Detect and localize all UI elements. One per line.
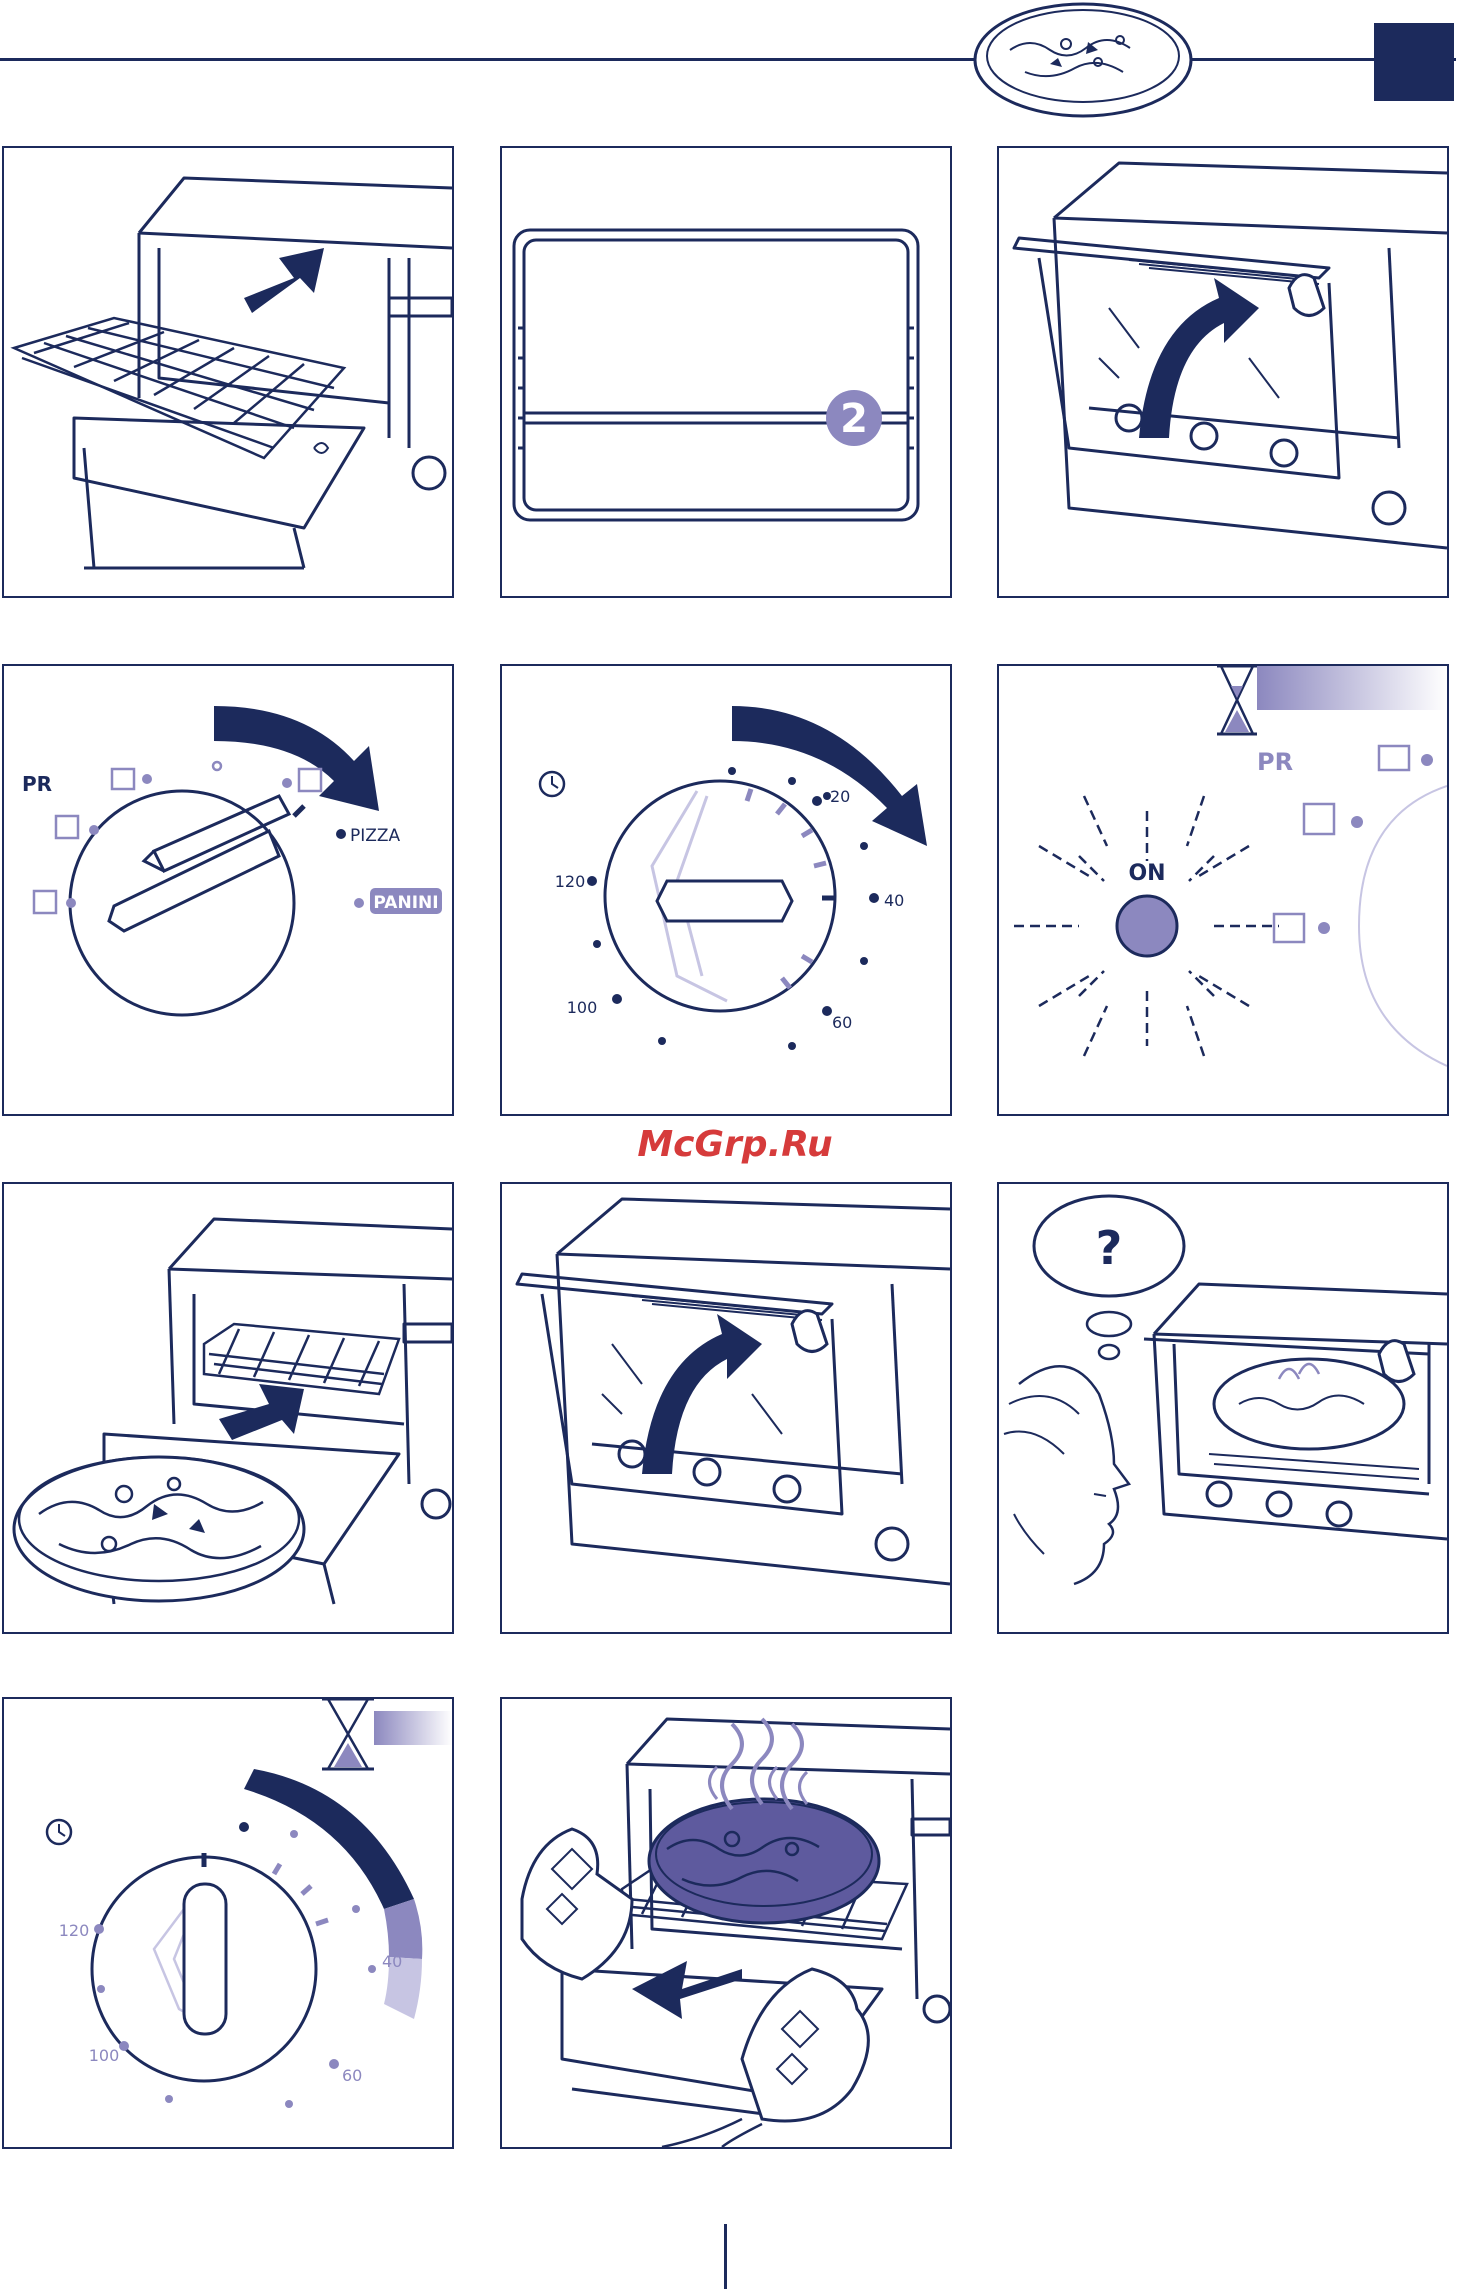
pizza-label: PIZZA (350, 826, 401, 846)
timer-40: 40 (884, 891, 904, 910)
panini-label: PANINI (373, 893, 438, 913)
header-rule (0, 58, 1456, 61)
step-panel-on-indicator: ON PR (997, 664, 1449, 1116)
step-panel-set-timer: 20 40 60 100 120 (500, 664, 952, 1116)
timer-100: 100 (89, 2046, 120, 2065)
timer-20: 20 (830, 787, 850, 806)
pr-label-secondary: PR (1257, 748, 1293, 776)
step-panel-select-pizza-mode: PR PIZZA PANINI (2, 664, 454, 1116)
step-panel-insert-pizza (2, 1182, 454, 1634)
watermark: McGrp.Ru (635, 1120, 835, 1170)
step-panel-close-door (997, 146, 1449, 598)
hourglass-icon (1217, 666, 1257, 734)
timer-60: 60 (342, 2066, 362, 2085)
pizza-icon (970, 0, 1196, 128)
pr-label: PR (22, 772, 52, 796)
hourglass-icon (322, 1699, 374, 1769)
timer-100: 100 (567, 998, 598, 1017)
shelf-number: 2 (840, 396, 868, 442)
timer-120: 120 (59, 1921, 90, 1940)
on-label: ON (1128, 861, 1165, 886)
step-panel-remove-pizza (500, 1697, 952, 2149)
timer-120: 120 (555, 872, 586, 891)
question-mark: ? (1096, 1221, 1123, 1275)
timer-60: 60 (832, 1013, 852, 1032)
step-panel-insert-rack (2, 146, 454, 598)
page-tab-block (1374, 23, 1454, 101)
step-panel-check-pizza: ? (997, 1182, 1449, 1634)
step-panel-shelf-position: 2 (500, 146, 952, 598)
center-fold-mark (724, 2224, 727, 2289)
timer-40: 40 (382, 1952, 402, 1971)
step-panel-close-door-pizza (500, 1182, 952, 1634)
step-panel-timer-countdown: 40 60 100 120 (2, 1697, 454, 2149)
